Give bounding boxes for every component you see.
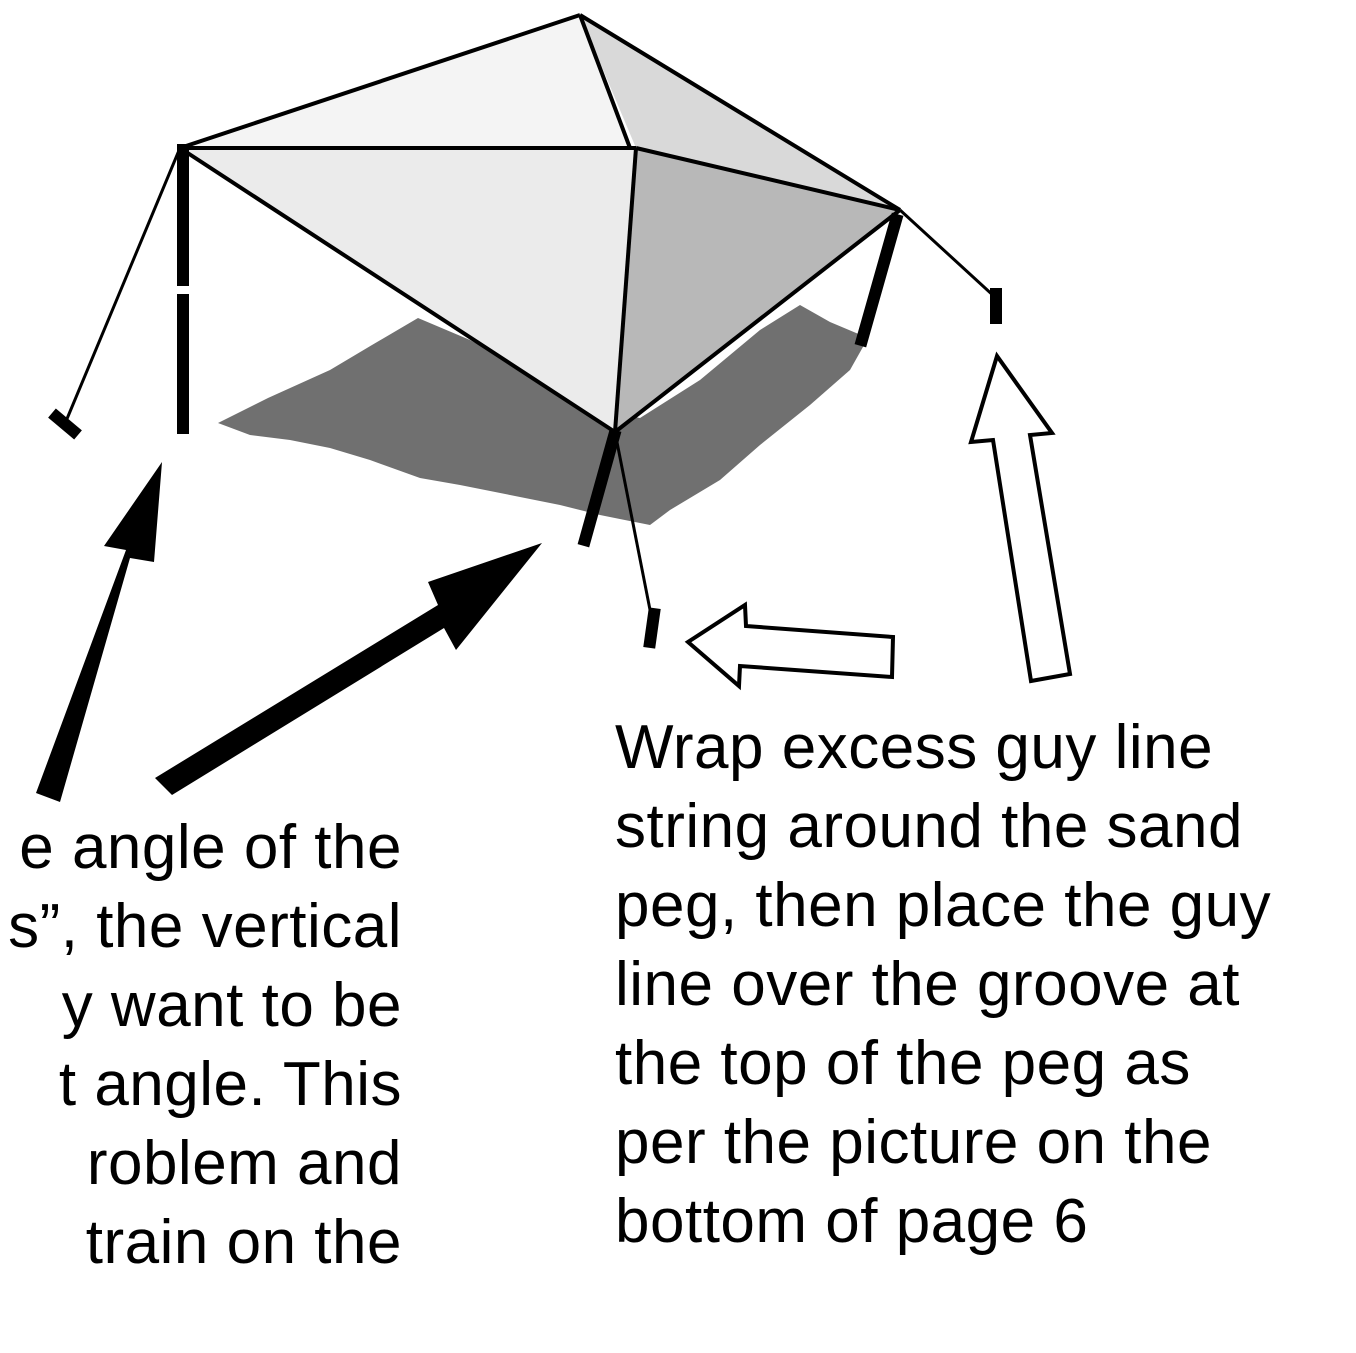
sand-peg-front [643,607,661,649]
sand-pegs [48,288,1002,649]
canopy-panel-back-left [180,15,630,148]
outline-arrow-to-right-peg [968,351,1073,684]
canopy-panel-front-right [615,148,900,432]
outline-arrow-to-front-peg [684,601,896,691]
solid-arrows [36,462,542,802]
tent-poles [177,144,904,548]
guy-line-front [613,431,654,621]
ground-shadow [218,305,868,525]
guy-line-right [898,208,998,300]
sand-peg-left [48,408,82,440]
solid-arrow-to-front-pole [155,543,542,795]
outline-arrows [684,351,1073,691]
sand-peg-right [990,288,1002,324]
canopy-edges [178,13,902,434]
tent-pole-right [854,212,904,348]
guy-line-left [62,147,182,427]
caption-left: e angle of the s”, the vertical y want t… [8,813,402,1277]
caption-right: Wrap excess guy line string around the s… [615,713,1272,1256]
guy-lines [62,147,998,621]
solid-arrow-to-left-pole [36,462,162,802]
tent-pole-front [577,428,622,548]
canopy-panel-front-left [180,148,636,432]
